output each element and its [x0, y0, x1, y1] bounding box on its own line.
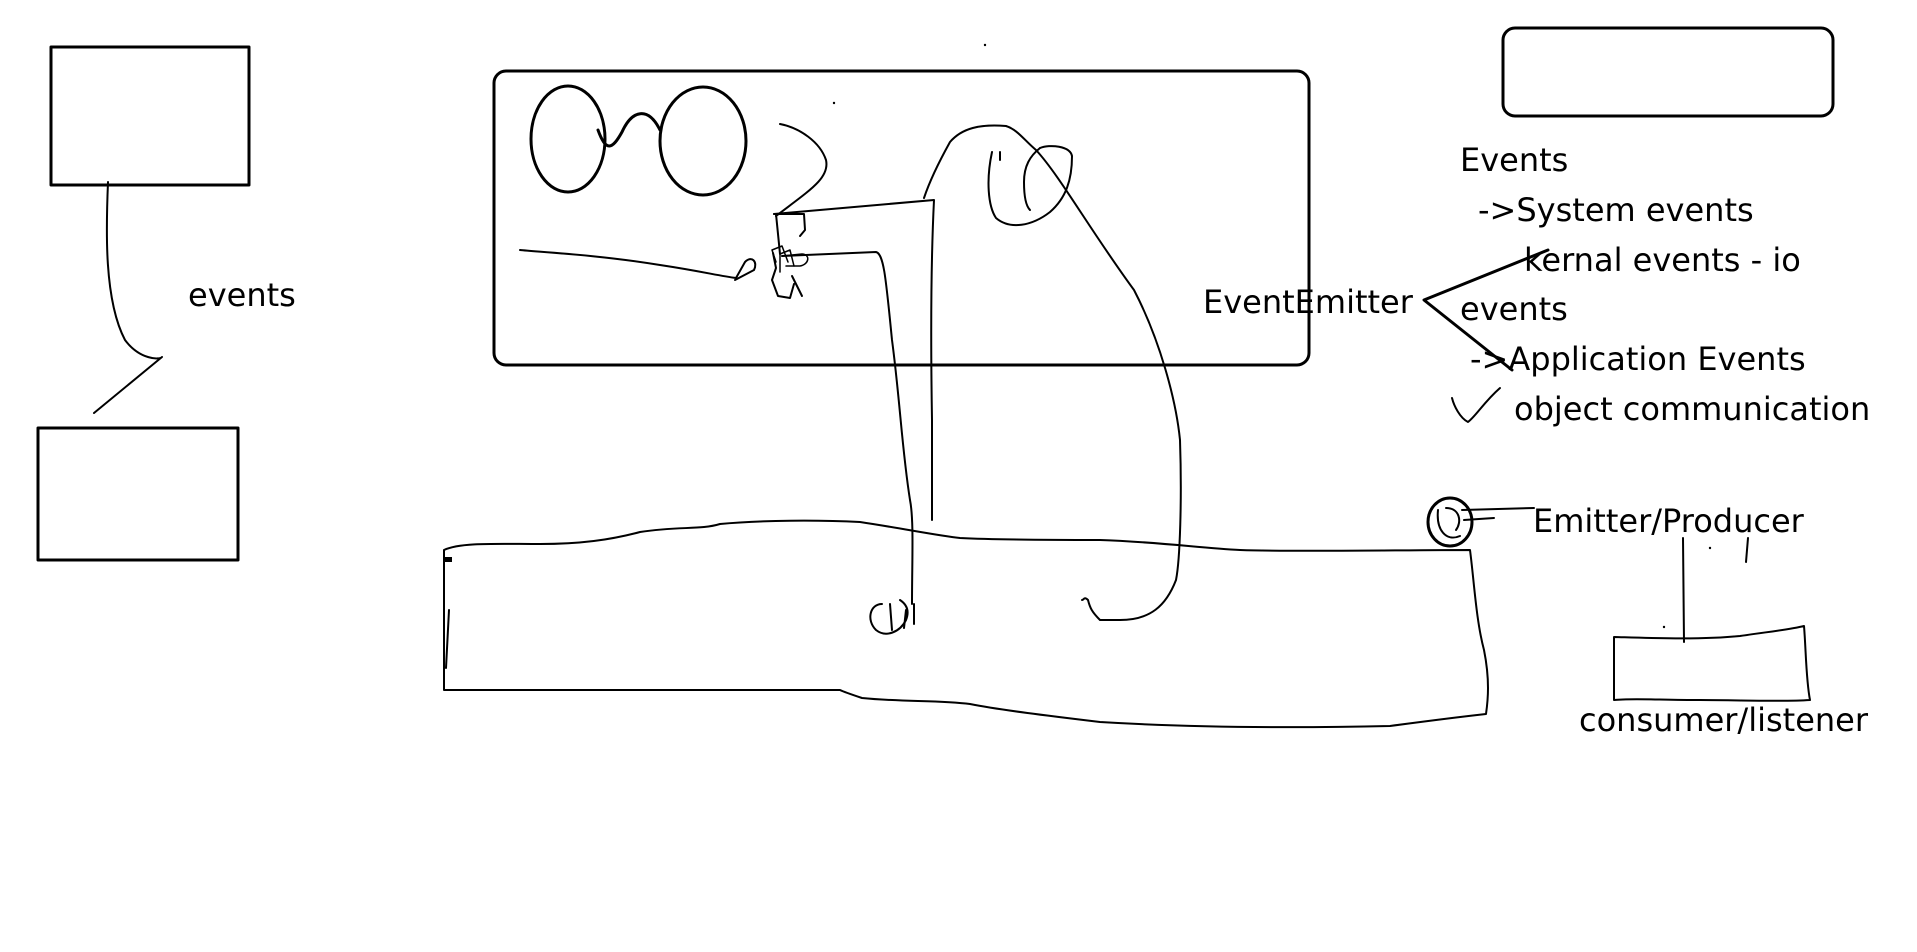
- kernal-events-label: kernal events - io: [1524, 241, 1801, 279]
- wavy-bottom-box-dot: [445, 557, 452, 562]
- center-rounded-box: [492, 69, 1311, 367]
- object-communication-label: object communication: [1514, 390, 1870, 428]
- stray-dot: [1662, 625, 1666, 629]
- stray-dot: [983, 43, 987, 47]
- wavy-bottom-box: [443, 519, 1489, 729]
- pointing-figure-doodle: [519, 123, 1182, 621]
- producer-tick: [1745, 537, 1749, 563]
- event-emitter-label: EventEmitter: [1203, 283, 1414, 321]
- emitter-producer-label: Emitter/Producer: [1533, 502, 1805, 540]
- consumer-box: [1613, 625, 1811, 702]
- system-events-label: ->System events: [1478, 191, 1754, 229]
- ear-doodle: [987, 145, 1073, 227]
- glasses-doodle: [529, 84, 748, 197]
- wavy-bottom-box-left-tick: [445, 609, 450, 669]
- consumer-listener-label: consumer/listener: [1579, 701, 1869, 739]
- emitter-scribble: [1426, 496, 1535, 548]
- events-label-left: events: [188, 276, 296, 314]
- event-emitter-bracket: [1422, 248, 1550, 372]
- stray-dot: [832, 101, 836, 105]
- emitter-to-consumer-line: [1682, 537, 1685, 643]
- check-mark: [1451, 387, 1501, 423]
- stray-dot: [1708, 546, 1712, 550]
- connector-line-left: [93, 181, 163, 414]
- top-right-rounded-box: [1501, 26, 1835, 118]
- application-events-label: ->Application Events: [1470, 340, 1806, 378]
- events-continued-label: events: [1460, 290, 1568, 328]
- bottom-left-box: [36, 426, 240, 562]
- top-left-box: [49, 45, 251, 187]
- hand-doodle-bottom: [869, 599, 915, 635]
- events-heading: Events: [1460, 141, 1568, 179]
